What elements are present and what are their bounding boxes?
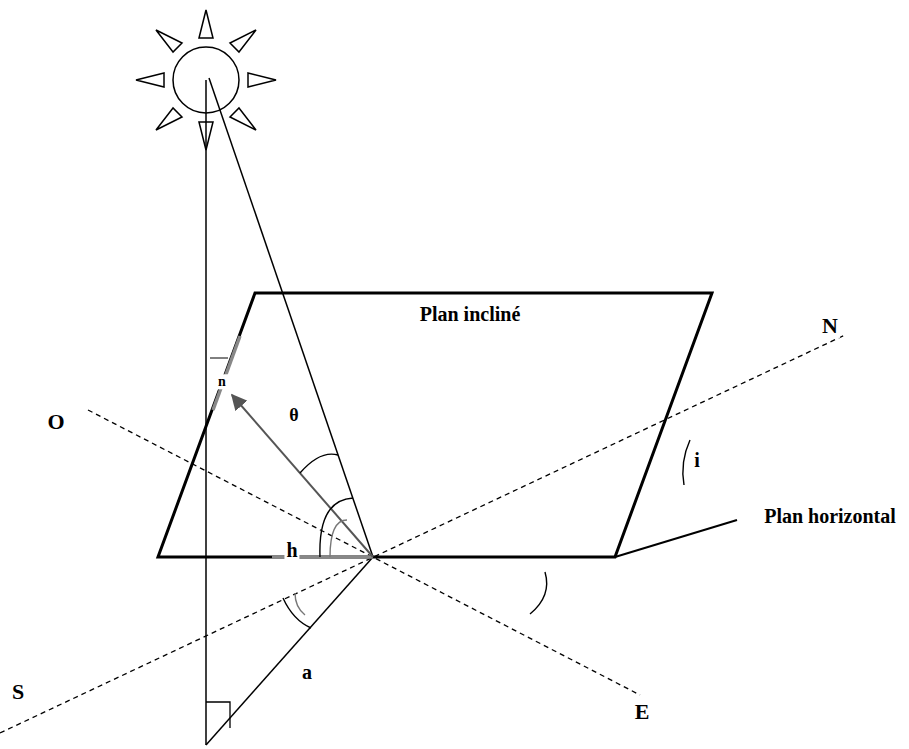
normal-tick xyxy=(210,358,228,359)
vertical-line xyxy=(205,80,207,745)
orientation-arc xyxy=(530,572,547,614)
compass-label: N xyxy=(820,314,840,338)
tilt-arc xyxy=(683,440,690,485)
vector-label: n xyxy=(216,374,228,389)
compass-label: E xyxy=(633,700,652,724)
compass-label: O xyxy=(45,410,66,434)
angle-label: θ xyxy=(287,406,300,426)
sun-projection xyxy=(206,557,373,745)
normal-vector xyxy=(232,395,373,557)
angle-arcs xyxy=(283,440,690,628)
right-angle-mark xyxy=(206,702,230,728)
angle-label: h xyxy=(284,539,299,561)
height-arc xyxy=(330,520,347,557)
north-south-axis xyxy=(0,335,845,733)
angle-label: i xyxy=(692,449,702,471)
azimuth-arc-2 xyxy=(295,593,305,615)
sun-ray xyxy=(209,78,373,557)
horizontal-plane-edge xyxy=(615,520,737,557)
inclined-plane xyxy=(158,293,712,557)
angle-label: a xyxy=(300,661,314,683)
height-arc-2 xyxy=(320,498,353,557)
plane-label: Plan horizontal xyxy=(762,505,898,527)
incidence-arc xyxy=(300,454,338,473)
compass-label: S xyxy=(10,680,26,704)
west-east-axis xyxy=(88,410,640,695)
plane-label: Plan incliné xyxy=(418,303,523,325)
